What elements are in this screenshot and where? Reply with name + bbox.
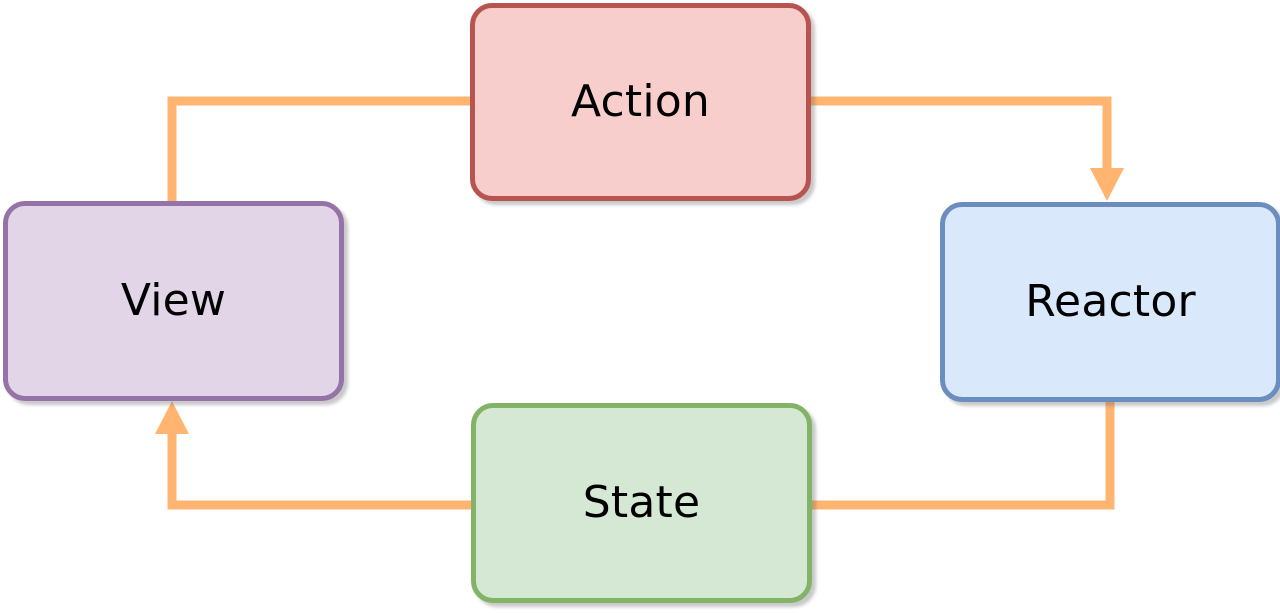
arrowhead-into-reactor: [1090, 168, 1124, 201]
edge-view-to-action: [167, 96, 470, 201]
node-state[interactable]: State: [471, 403, 812, 603]
node-view[interactable]: View: [3, 201, 344, 401]
node-action[interactable]: Action: [470, 3, 811, 201]
edge-action-to-reactor: [811, 96, 1124, 201]
arrowhead-into-view: [155, 401, 189, 434]
edge-reactor-to-state: [811, 402, 1115, 510]
node-view-label: View: [120, 275, 227, 326]
edge-state-to-view: [155, 401, 471, 510]
node-reactor-label: Reactor: [1025, 276, 1196, 327]
node-action-label: Action: [570, 76, 710, 127]
node-reactor[interactable]: Reactor: [940, 202, 1280, 402]
node-state-label: State: [582, 477, 701, 528]
